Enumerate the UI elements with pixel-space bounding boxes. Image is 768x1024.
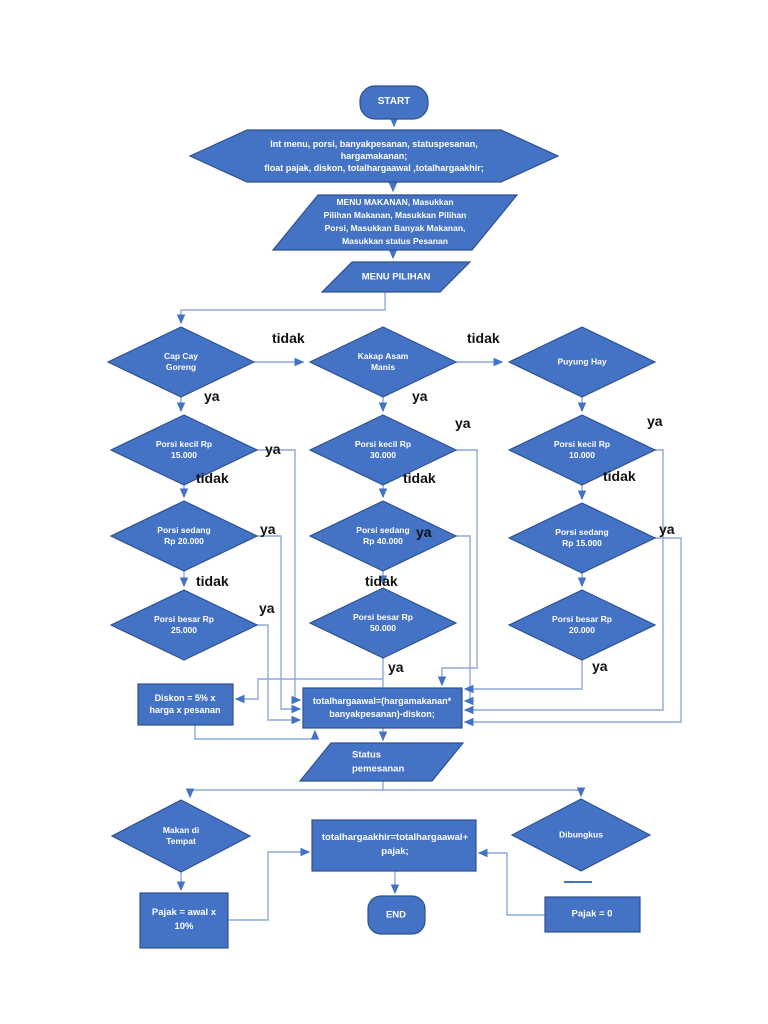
decision-right-besar xyxy=(507,589,657,661)
edge-lkecil-total-ya xyxy=(257,449,302,705)
diskon-box xyxy=(137,683,234,726)
edge-pilihan-capcay xyxy=(176,292,386,325)
edge-rbesar-total-ya xyxy=(463,660,583,694)
decision-makan-di-tempat xyxy=(110,799,252,873)
edge-pajakawal-totalakhir xyxy=(228,847,311,921)
start-node xyxy=(359,85,429,120)
decision-dibungkus xyxy=(510,798,652,872)
edge-rkecil-total-ya xyxy=(463,449,664,715)
decision-mid-besar xyxy=(308,587,458,659)
edge-rsedang-total-ya xyxy=(463,537,682,727)
edge-mkecil-total-ya xyxy=(437,449,478,687)
decision-kakap xyxy=(308,326,458,398)
pajak-awal-box xyxy=(139,892,229,949)
edge-msedang-total-ya xyxy=(456,535,474,706)
edge-status-dibungkus xyxy=(383,787,586,798)
decision-mid-sedang xyxy=(308,500,458,572)
status-parallelogram xyxy=(298,742,465,782)
decision-puyung xyxy=(507,326,657,398)
decision-right-kecil xyxy=(507,414,657,486)
declaration-hexagon xyxy=(188,129,560,183)
menu-pilihan-parallelogram xyxy=(320,261,472,293)
pajak-nol-box xyxy=(544,896,641,933)
decision-capcay xyxy=(106,326,256,398)
decision-mid-kecil xyxy=(308,414,458,486)
decision-right-sedang xyxy=(507,502,657,574)
decision-left-kecil xyxy=(109,414,259,486)
edge-pajaknol-totalakhir xyxy=(477,848,545,916)
end-node xyxy=(367,895,426,935)
edge-status-makan xyxy=(185,781,384,799)
edge-lbesar-total-ya xyxy=(257,624,302,725)
totalhargaakhir-box xyxy=(311,819,477,872)
edge-diskon-total xyxy=(194,725,320,740)
shape-group xyxy=(106,85,657,949)
menu-input-parallelogram xyxy=(271,194,519,251)
decision-left-sedang xyxy=(109,500,259,572)
totalhargaawal-box xyxy=(302,687,463,729)
connector-group xyxy=(176,117,682,921)
decision-left-besar xyxy=(109,589,259,661)
edge-mbesar-diskon xyxy=(234,678,383,704)
edge-lsedang-total-ya xyxy=(257,535,302,714)
